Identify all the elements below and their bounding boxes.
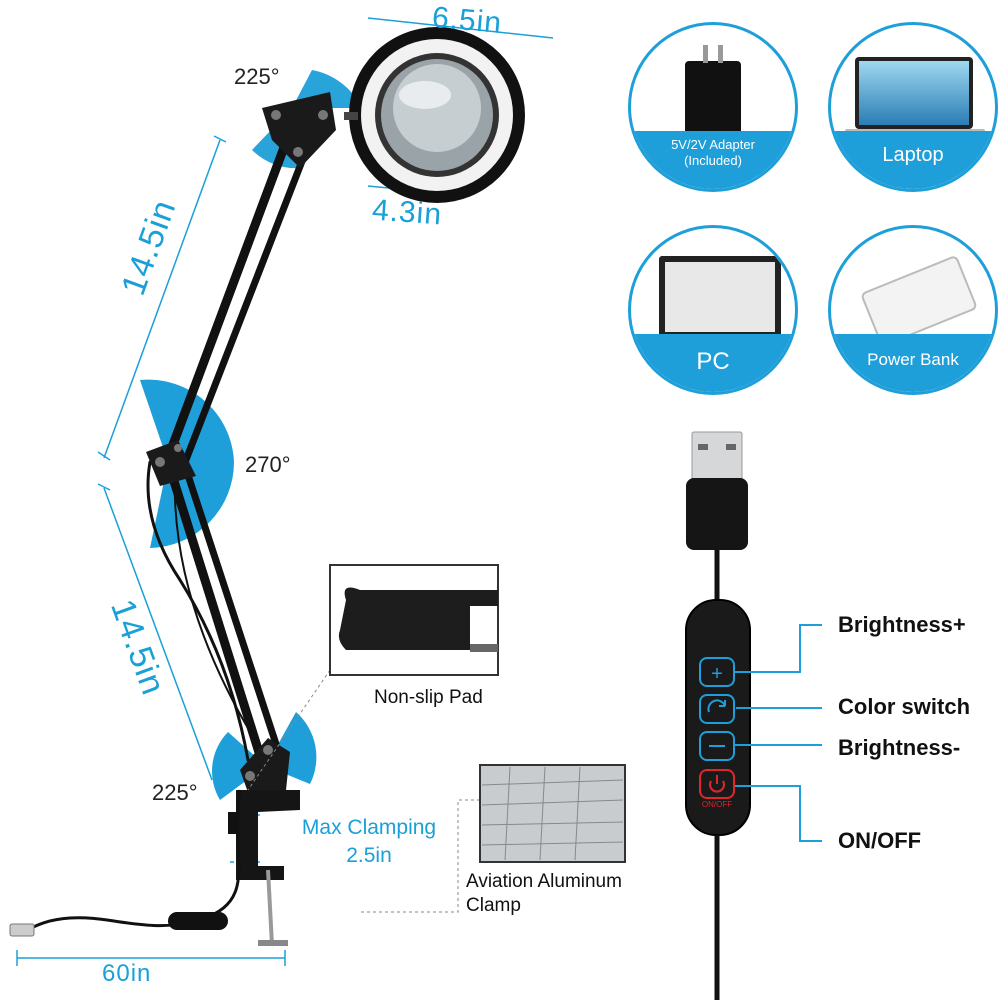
color-switch-label: Color switch	[838, 694, 971, 719]
brightness-up-label: Brightness+	[838, 612, 966, 637]
angle-wedge-bottom-2	[212, 732, 266, 800]
laptop-label: Laptop	[882, 144, 944, 166]
aluminum-caption-line2: Clamp	[466, 895, 521, 916]
angle-top: 225°	[234, 64, 280, 89]
laptop-icon	[855, 57, 973, 129]
usb-controller-illustration: +	[685, 431, 822, 1000]
adapter-label: 5V/2V Adapter	[671, 137, 755, 152]
ring-outer-dimension: 6.5in	[430, 1, 504, 40]
ring-inner-dimension: 4.3in	[370, 193, 444, 232]
cable-length-dimension: 60in	[102, 960, 152, 987]
power-button-text: ON/OFF	[701, 800, 733, 809]
monitor-icon	[659, 256, 781, 338]
desk-clamp	[228, 790, 300, 946]
aluminum-illustration	[479, 764, 626, 863]
aluminum-caption: Aviation Aluminum Clamp	[466, 870, 622, 918]
lamp-cable	[9, 789, 242, 937]
lamp-joints	[146, 92, 336, 798]
power-source-adapter: 5V/2V Adapter (Included)	[628, 22, 798, 192]
max-clamping-value: 2.5in	[346, 844, 392, 867]
pc-label: PC	[696, 348, 730, 375]
brightness-down-label: Brightness-	[838, 735, 961, 760]
power-source-power-bank: Power Bank	[828, 225, 998, 395]
on-off-label: ON/OFF	[838, 828, 922, 853]
aluminum-caption-line1: Aviation Aluminum	[466, 871, 622, 892]
non-slip-pad-caption: Non-slip Pad	[374, 687, 483, 708]
non-slip-pad-illustration	[329, 564, 499, 676]
adapter-icon	[685, 45, 741, 139]
callout-lines	[247, 669, 480, 913]
angle-middle: 270°	[245, 452, 291, 477]
max-clamping-line1: Max Clamping	[301, 816, 437, 839]
power-bank-label: Power Bank	[867, 350, 959, 369]
adapter-sublabel: (Included)	[684, 153, 742, 168]
svg-text:+: +	[711, 663, 723, 685]
power-source-pc: PC	[628, 225, 798, 395]
power-source-laptop: Laptop	[828, 22, 998, 192]
lamp-arms	[146, 113, 322, 767]
magnifier-head	[344, 27, 525, 203]
max-clamping-label: Max Clamping 2.5in	[284, 816, 454, 868]
angle-bottom: 225°	[152, 780, 198, 805]
